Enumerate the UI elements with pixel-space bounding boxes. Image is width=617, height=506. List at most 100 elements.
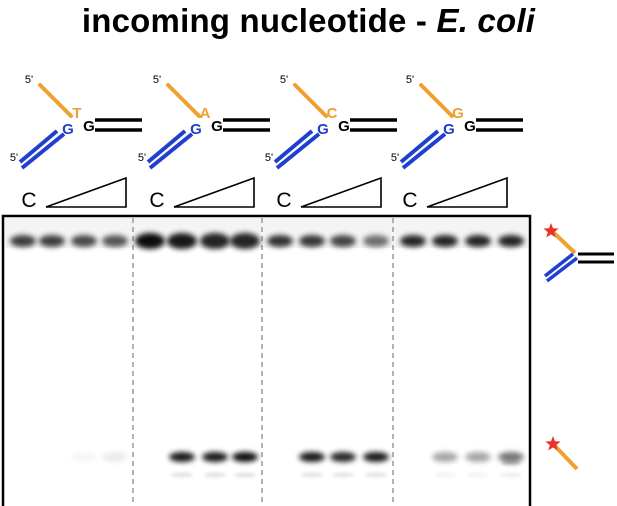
substrate-band [230, 233, 260, 249]
substrate-band [299, 235, 325, 247]
substrate-band [267, 235, 293, 247]
minor-product-band [501, 460, 521, 466]
legend-star-icon [543, 223, 559, 238]
minor-product-band [301, 472, 323, 478]
product-band [71, 452, 97, 462]
five-prime-label-top: 5' [153, 74, 161, 86]
template-strand-b [275, 132, 321, 170]
gel-lane [102, 235, 128, 462]
gel-lane [135, 233, 165, 249]
template-base-label: G [62, 121, 74, 138]
incoming-base-label: C [327, 105, 338, 122]
legend-template-strand-a [543, 252, 575, 278]
substrate-band [465, 235, 491, 247]
legend-product-strand [553, 444, 579, 471]
incoming-strand [166, 83, 201, 118]
band-legend [543, 223, 614, 471]
substrate-band [200, 233, 230, 249]
minor-product-band [171, 472, 193, 478]
title-text: incoming nucleotide - [81, 2, 437, 39]
substrate-band [10, 235, 36, 247]
gel-frame [1, 214, 532, 506]
five-prime-label-top: 5' [280, 74, 288, 86]
incoming-base-label: G [452, 105, 464, 122]
primer-end-label: G [83, 118, 95, 135]
product-band [363, 452, 389, 462]
substrate-band [400, 235, 426, 247]
incoming-strand [38, 83, 73, 118]
concentration-wedge [426, 176, 508, 208]
gel-lane [167, 233, 197, 478]
minor-product-band [365, 472, 387, 478]
gel-lane [465, 235, 491, 478]
substrate-band [135, 233, 165, 249]
minor-product-band [467, 472, 489, 478]
substrate-band [39, 235, 65, 247]
substrate-band [330, 235, 356, 247]
five-prime-label-bottom: 5' [138, 152, 146, 164]
control-lane-label: C [402, 189, 417, 212]
incoming-strand [293, 83, 328, 118]
substrate-band [498, 235, 524, 247]
concentration-wedge [45, 176, 127, 208]
template-strand-b [20, 132, 66, 170]
legend-incoming-strand [551, 230, 577, 255]
gel-lane [10, 235, 36, 247]
product-band [232, 452, 258, 462]
substrate-band [167, 233, 197, 249]
substrate-band [102, 235, 128, 247]
template-base-label: G [443, 121, 455, 138]
incoming-strand [419, 83, 454, 118]
title-organism: E. coli [436, 2, 536, 39]
primer-end-label: G [338, 118, 350, 135]
legend-template-strand-b [545, 256, 579, 283]
product-band [299, 452, 325, 462]
product-band [202, 452, 228, 462]
five-prime-label-top: 5' [406, 74, 414, 86]
legend-product-star-icon [545, 436, 561, 451]
substrate-band [432, 235, 458, 247]
gel-lane [400, 235, 426, 247]
gel-lane [498, 235, 524, 478]
five-prime-label-bottom: 5' [265, 152, 273, 164]
primer-end-label: G [464, 118, 476, 135]
concentration-wedge [173, 176, 255, 208]
template-strand-a [399, 129, 440, 164]
gel-lane [363, 235, 389, 478]
product-band [169, 452, 195, 462]
product-band [432, 452, 458, 462]
five-prime-label-top: 5' [25, 74, 33, 86]
template-base-label: G [190, 121, 202, 138]
control-lane-label: C [21, 189, 36, 212]
template-strand-b [401, 132, 447, 170]
minor-product-band [332, 472, 354, 478]
template-base-label: G [317, 121, 329, 138]
control-lane-label: C [149, 189, 164, 212]
gel-lane [432, 235, 458, 478]
minor-product-band [234, 472, 256, 478]
five-prime-label-bottom: 5' [10, 152, 18, 164]
template-strand-a [146, 129, 187, 164]
template-strand-b [148, 132, 194, 170]
minor-product-band [204, 472, 226, 478]
gel-lane [230, 233, 260, 478]
substrate-band [363, 235, 389, 247]
control-lane-label: C [276, 189, 291, 212]
template-strand-a [18, 129, 59, 164]
incoming-base-label: T [72, 105, 81, 122]
gel-lane [299, 235, 325, 478]
gel-lane [200, 233, 230, 478]
gel-lane [71, 235, 97, 462]
gel-lane [39, 235, 65, 247]
minor-product-band [434, 472, 456, 478]
gel-lane [267, 235, 293, 247]
product-band [465, 452, 491, 462]
product-band [102, 452, 128, 462]
concentration-wedge [300, 176, 382, 208]
